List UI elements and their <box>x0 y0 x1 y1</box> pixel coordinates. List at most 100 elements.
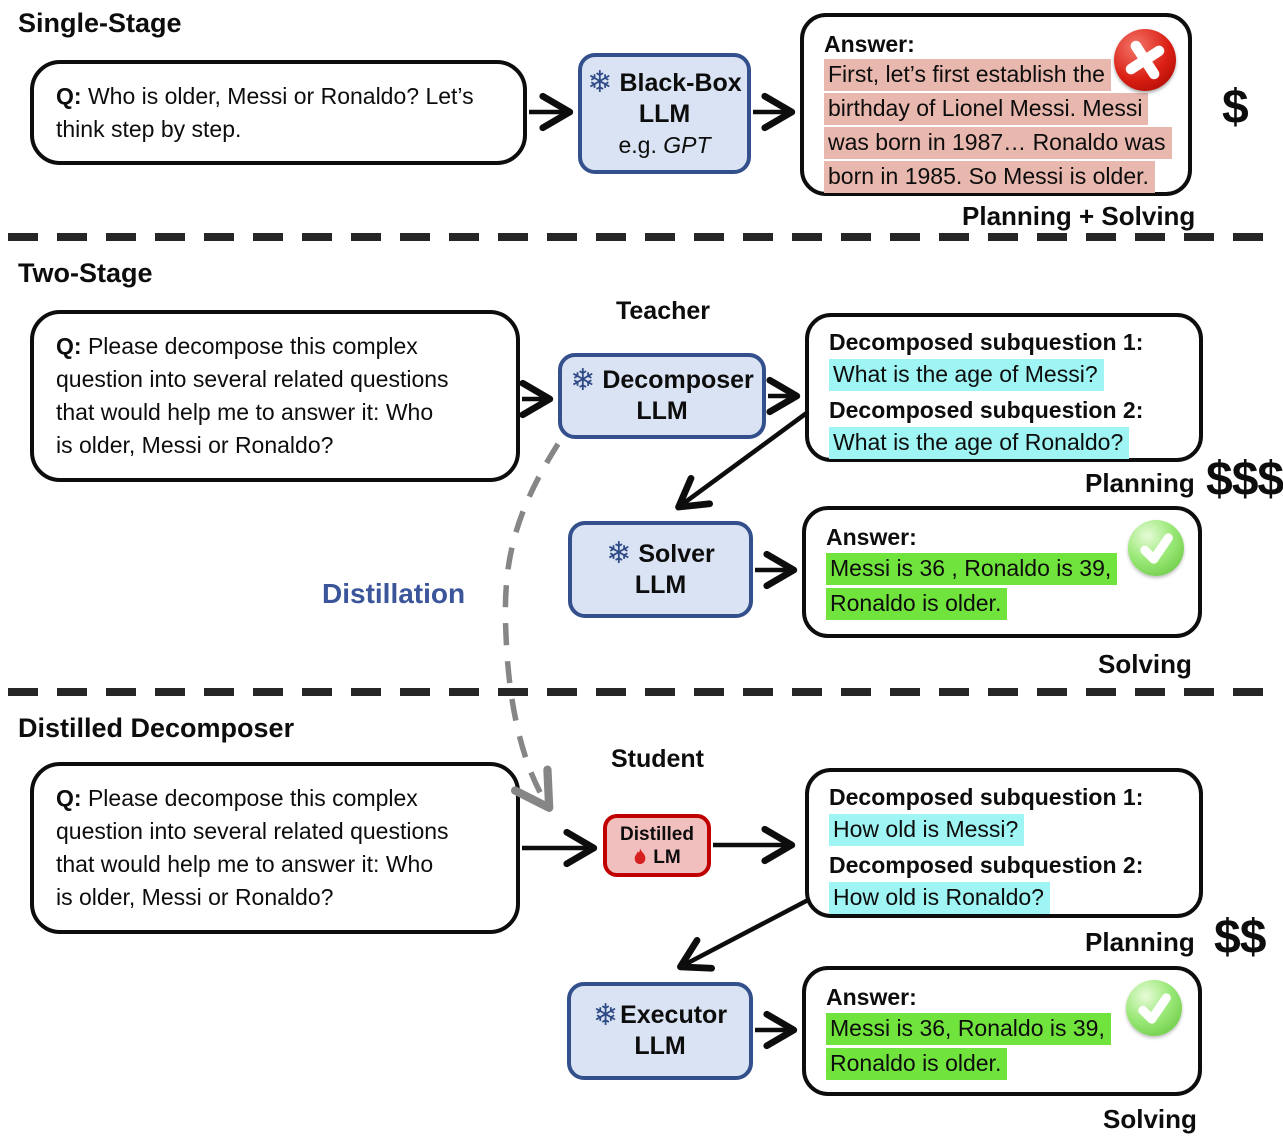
solver-llm-box: ❄Solver LLM <box>568 521 753 618</box>
highlighted-text: born in 1985. So Messi is older. <box>824 161 1155 193</box>
error-badge <box>1114 29 1176 91</box>
distillation-arrow <box>502 442 561 812</box>
distilled-subquestion-box: Decomposed subquestion 1: How old is Mes… <box>805 768 1203 918</box>
question-line: Q: Please decompose this complex <box>56 330 494 363</box>
highlighted-text: Messi is 36 , Ronaldo is 39, <box>826 553 1118 585</box>
single-stage-question-box: Q: Who is older, Messi or Ronaldo? Let’s… <box>30 60 527 165</box>
snowflake-icon: ❄ <box>606 537 632 570</box>
llm-name: Solver <box>638 539 715 568</box>
distilled-solving-caption: Solving <box>1103 1104 1197 1134</box>
eg-model-name: GPT <box>663 131 711 158</box>
distilled-answer-box: Answer: Messi is 36, Ronaldo is 39, Rona… <box>802 966 1202 1096</box>
subquestion-line: What is the age of Messi? <box>829 359 1179 394</box>
llm-name: Decomposer <box>602 366 754 394</box>
subquestion-label: Decomposed subquestion 1: <box>829 329 1144 355</box>
subquestion-label: Decomposed subquestion 2: <box>829 852 1144 878</box>
check-icon <box>1138 993 1171 1024</box>
answer-line: was born in 1987… Ronaldo was <box>824 127 1172 161</box>
answer-label: Answer: <box>824 31 915 57</box>
llm-name-line: ❄Solver <box>606 539 715 570</box>
question-line: is older, Messi or Ronaldo? <box>56 432 334 458</box>
snowflake-icon: ❄ <box>587 66 613 99</box>
subquestion-label: Decomposed subquestion 2: <box>829 397 1144 423</box>
distilled-planning-cost: $$ <box>1214 911 1266 964</box>
two-stage-answer-box: Answer: Messi is 36 , Ronaldo is 39, Ron… <box>802 506 1202 638</box>
cross-icon <box>1125 40 1165 80</box>
distilled-lm-name2: LM <box>653 846 681 868</box>
answer-line: born in 1985. So Messi is older. <box>824 161 1168 195</box>
llm-name-line: ❄Black-Box <box>587 68 741 99</box>
single-stage-answer-box: Answer: First, let’s first establish the… <box>800 13 1192 196</box>
question-line: Q: Who is older, Messi or Ronaldo? Let’s <box>56 80 501 113</box>
highlighted-text: How old is Messi? <box>829 814 1025 846</box>
highlighted-text: was born in 1987… Ronaldo was <box>824 127 1172 159</box>
answer-label: Answer: <box>826 984 917 1010</box>
teacher-label: Teacher <box>615 297 711 325</box>
llm-name-line2: LLM <box>634 1032 686 1060</box>
answer-line: Ronaldo is older. <box>826 1048 1178 1083</box>
highlighted-text: What is the age of Messi? <box>829 359 1104 391</box>
highlighted-text: First, let’s first establish the <box>824 59 1111 91</box>
question-prefix: Q: <box>56 82 82 109</box>
question-text: Please decompose this complex <box>81 333 418 359</box>
distilled-lm-box: Distilled LM <box>603 814 711 877</box>
answer-line: Messi is 36, Ronaldo is 39, <box>826 1013 1178 1048</box>
two-stage-solving-caption: Solving <box>1098 649 1192 679</box>
single-stage-caption: Planning + Solving <box>962 201 1196 231</box>
question-prefix: Q: <box>56 785 82 811</box>
answer-line: Messi is 36 , Ronaldo is 39, <box>826 553 1178 588</box>
distilled-question-box: Q: Please decompose this complex questio… <box>30 762 520 934</box>
question-line: that would help me to answer it: Who <box>56 399 434 425</box>
success-badge <box>1128 520 1184 576</box>
question-prefix: Q: <box>56 333 82 359</box>
two-stage-subquestion-box: Decomposed subquestion 1: What is the ag… <box>805 313 1203 462</box>
two-stage-heading: Two-Stage <box>18 258 153 288</box>
snowflake-icon: ❄ <box>570 363 596 397</box>
highlighted-text: birthday of Lionel Messi. Messi <box>824 93 1149 125</box>
subquestion-line: How old is Ronaldo? <box>829 882 1179 917</box>
check-icon <box>1140 533 1173 564</box>
subquestion-line: What is the age of Ronaldo? <box>829 427 1179 462</box>
distilled-lm-line2: LM <box>633 846 681 869</box>
single-stage-heading: Single-Stage <box>18 8 182 38</box>
two-stage-question-box: Q: Please decompose this complex questio… <box>30 310 520 482</box>
decomposer-llm-box: ❄Decomposer LLM <box>558 353 766 439</box>
two-stage-planning-cost: $$$ <box>1206 453 1283 506</box>
llm-name-line2: LLM <box>636 397 688 425</box>
llm-name-line2: LLM <box>638 99 691 128</box>
llm-name-line2: LLM <box>634 570 687 599</box>
success-badge <box>1126 980 1182 1036</box>
eg-prefix: e.g. <box>618 131 664 158</box>
distilled-lm-name: Distilled <box>620 823 694 845</box>
question-line: that would help me to answer it: Who <box>56 851 434 877</box>
answer-line: Ronaldo is older. <box>826 588 1178 623</box>
question-text: Who is older, Messi or Ronaldo? Let’s <box>81 82 474 109</box>
highlighted-text: Ronaldo is older. <box>826 1048 1008 1080</box>
llm-name-line: ❄Executor <box>593 1000 727 1031</box>
question-line: question into several related questions <box>56 366 449 392</box>
distilled-decomposer-heading: Distilled Decomposer <box>18 713 295 743</box>
snowflake-icon: ❄ <box>592 998 619 1032</box>
llm-name: Executor <box>620 1001 728 1029</box>
question-line: Q: Please decompose this complex <box>56 782 494 815</box>
subquestion-line: How old is Messi? <box>829 814 1179 849</box>
llm-name-line: ❄Decomposer <box>570 365 754 396</box>
highlighted-text: How old is Ronaldo? <box>829 882 1050 914</box>
highlighted-text: Ronaldo is older. <box>826 588 1008 620</box>
subquestion-label: Decomposed subquestion 1: <box>829 784 1144 810</box>
question-line: think step by step. <box>56 115 242 142</box>
llm-name: Black-Box <box>619 68 742 97</box>
highlighted-text: Messi is 36, Ronaldo is 39, <box>826 1013 1111 1045</box>
question-line: is older, Messi or Ronaldo? <box>56 884 334 910</box>
arrow-subquestions-to-executor <box>677 897 812 972</box>
fire-icon <box>634 848 646 865</box>
question-text: Please decompose this complex <box>81 785 418 811</box>
black-box-llm-box: ❄Black-Box LLM e.g. GPT <box>578 53 751 174</box>
highlighted-text: What is the age of Ronaldo? <box>829 427 1130 459</box>
distillation-label: Distillation <box>322 578 466 609</box>
answer-label: Answer: <box>826 524 917 550</box>
answer-line: First, let’s first establish the <box>824 59 1168 93</box>
llm-example-line: e.g. GPT <box>618 130 710 160</box>
question-line: question into several related questions <box>56 818 449 844</box>
